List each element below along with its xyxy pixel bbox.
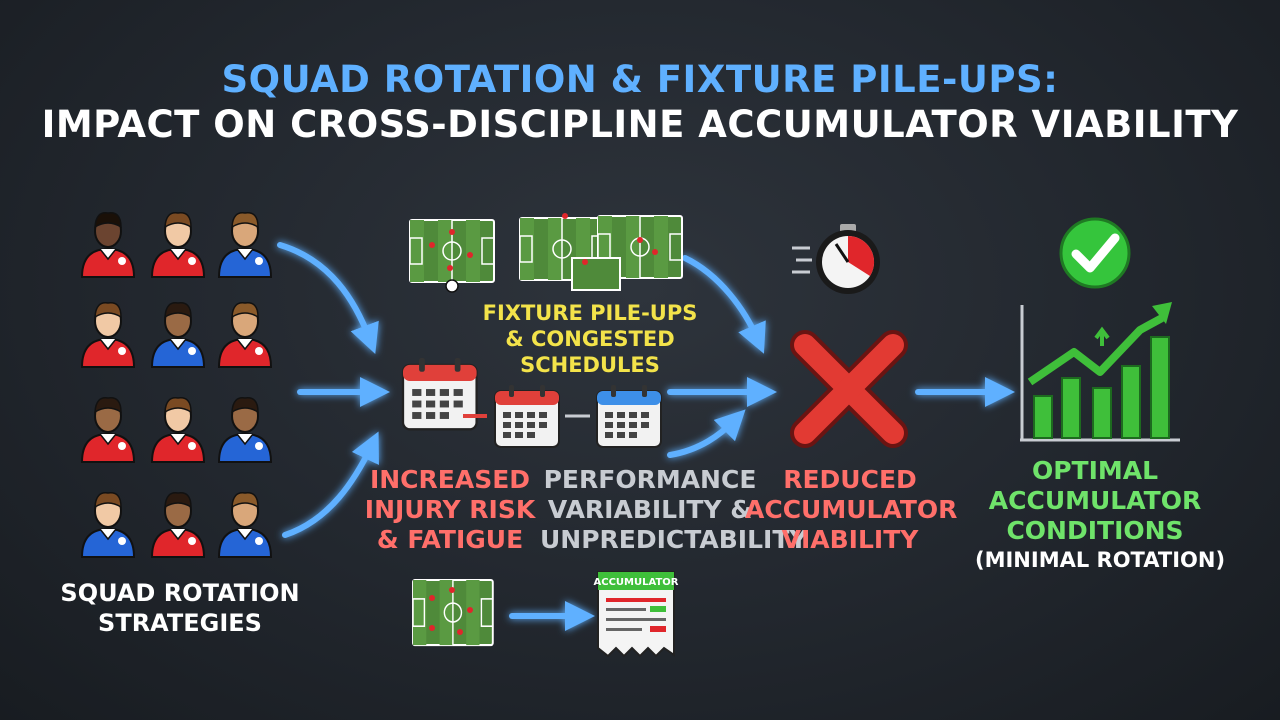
player-icon [217,492,273,558]
fixture-line-2: & CONGESTED [505,327,675,351]
optimal-line-1: OPTIMAL [1031,456,1159,485]
optimal-line-2: ACCUMULATOR [988,486,1202,515]
optimal-label: OPTIMAL ACCUMULATOR CONDITIONS (MINIMAL … [975,456,1226,574]
performance-line-2: VARIABILITY & [547,495,753,524]
title-line-2: IMPACT ON CROSS-DISCIPLINE ACCUMULATOR V… [41,103,1239,146]
calendar-icon [401,356,487,431]
pitch-icon [411,578,494,647]
fixture-line-3: SCHEDULES [520,353,660,377]
injury-line-2: INJURY RISK [364,495,536,524]
player-icon [80,302,136,368]
rotation-line-2: STRATEGIES [98,609,262,637]
calendar-icon [494,384,560,448]
player-icon [80,397,136,463]
player-icon [80,492,136,558]
player-grid [80,212,273,558]
optimal-line-3: CONDITIONS [1006,516,1184,545]
injury-line-1: INCREASED [369,465,531,494]
check-icon [1059,217,1131,289]
fixture-line-1: FIXTURE PILE-UPS [482,301,698,325]
reduced-line-1: REDUCED [783,465,917,494]
player-icon [217,397,273,463]
ticket-label: ACCUMULATOR [594,577,679,588]
title-line-1: SQUAD ROTATION & FIXTURE PILE-UPS: [221,58,1059,101]
player-icon [217,212,273,278]
reduced-label: REDUCED ACCUMULATOR VIABILITY [745,465,958,555]
bar-chart-icon [1020,302,1180,442]
stopwatch-icon [792,224,880,294]
injury-label: INCREASED INJURY RISK & FATIGUE [360,465,540,555]
red-x-icon [790,330,908,448]
performance-label: PERFORMANCE VARIABILITY & UNPREDICTABILI… [540,465,808,555]
reduced-line-2: ACCUMULATOR [745,495,958,524]
pitch-icon [519,213,683,291]
ticket-icon: ACCUMULATOR [594,571,679,658]
pitch-icon [409,219,495,293]
calendar-icon [596,384,662,448]
performance-line-1: PERFORMANCE [543,465,757,494]
injury-line-3: & FATIGUE [376,525,524,554]
player-icon [150,212,206,278]
performance-line-3: UNPREDICTABILITY [540,525,808,554]
player-icon [150,492,206,558]
rotation-label: SQUAD ROTATION STRATEGIES [50,578,310,638]
player-icon [150,302,206,368]
player-icon [150,397,206,463]
player-icon [217,302,273,368]
player-icon [80,212,136,278]
fixture-label: FIXTURE PILE-UPS & CONGESTED SCHEDULES [470,300,710,378]
rotation-line-1: SQUAD ROTATION [60,579,300,607]
optimal-subtitle: (MINIMAL ROTATION) [975,548,1226,572]
arrow-icon [277,242,1015,631]
reduced-line-3: VIABILITY [781,525,919,554]
